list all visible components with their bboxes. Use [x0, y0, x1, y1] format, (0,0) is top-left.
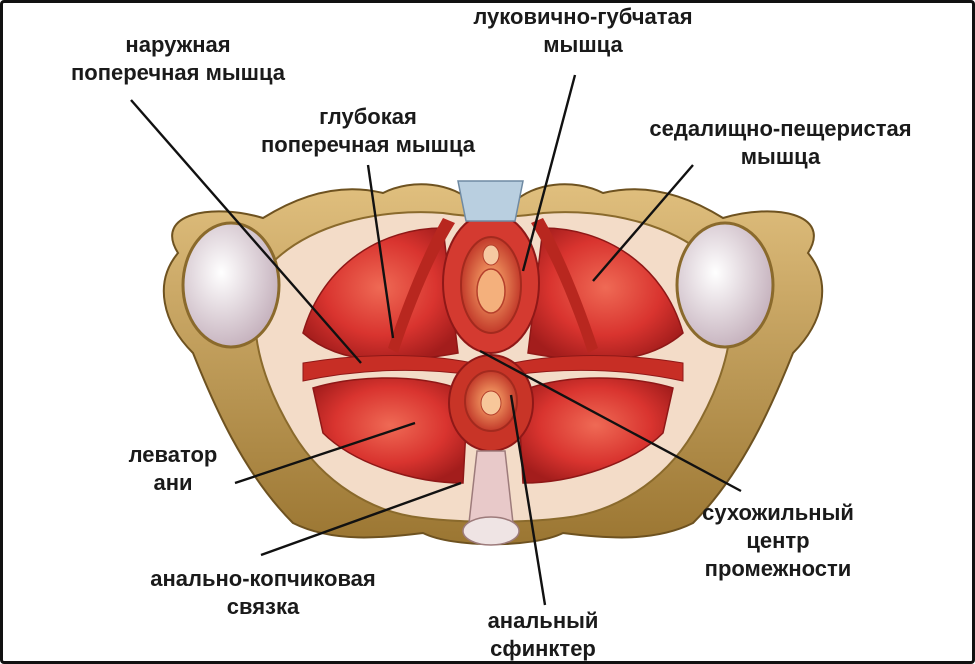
label-deep-transverse-muscle: глубокая поперечная мышца	[203, 103, 533, 159]
label-bulbospongiosus-muscle: луковично-губчатая мышца	[423, 3, 743, 59]
bulbospongiosus-muscle	[443, 213, 539, 353]
label-anal-sphincter: анальный сфинктер	[443, 607, 643, 663]
hip-socket-right	[677, 223, 773, 347]
anal-sphincter-muscle	[449, 355, 533, 451]
hip-socket-left	[183, 223, 279, 347]
label-external-transverse-muscle: наружная поперечная мышца	[13, 31, 343, 87]
label-anococcygeal-ligament: анально-копчиковая связка	[98, 565, 428, 621]
pubic-symphysis	[458, 181, 523, 221]
label-perineal-center: сухожильный центр промежности	[663, 499, 893, 583]
label-ischiocavernosus-muscle: седалищно-пещеристая мышца	[588, 115, 973, 171]
label-levator-ani: леватор ани	[98, 441, 248, 497]
